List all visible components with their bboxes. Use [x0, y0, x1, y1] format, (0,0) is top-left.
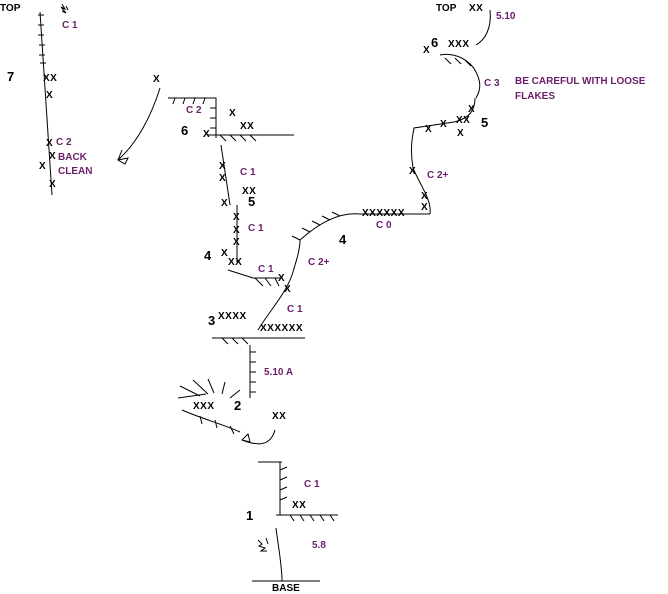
- bolt: X: [229, 108, 237, 119]
- loose-flakes-note-line-1: BE CAREFUL WITH LOOSE: [515, 76, 646, 87]
- bolts-belay-5: XX: [242, 186, 257, 197]
- bolt: X: [278, 273, 286, 284]
- bolts-top-right: XX: [469, 3, 484, 14]
- belay-5-right: 5: [481, 115, 489, 130]
- left-bolt: X: [46, 138, 54, 149]
- ledge-3-hatch: [221, 337, 249, 345]
- belay-6-right: 6: [431, 35, 439, 50]
- bolts-belay-3-left: XXXX: [218, 311, 247, 322]
- bush-icon: [60, 3, 69, 14]
- bolt: X: [219, 173, 227, 184]
- left-route-line: [39, 11, 53, 196]
- top-right-line: [475, 9, 491, 46]
- pitch-6-right-hatch: [439, 53, 477, 73]
- ledge-6-hatch: [219, 134, 257, 142]
- left-grade-c2: C 2: [56, 137, 72, 148]
- bolt: X: [421, 202, 429, 213]
- belay-6: 6: [181, 123, 189, 138]
- left-note-back: BACK: [58, 152, 87, 163]
- grade-c2-roof: C 2: [186, 105, 202, 116]
- ledge-1-hatch: [289, 514, 335, 522]
- pitch-2-pendulum: [241, 429, 276, 445]
- bolt: X: [457, 128, 465, 139]
- left-route-hatch: [38, 14, 46, 64]
- belay-7: 7: [7, 69, 15, 84]
- bolts-above-2: XX: [272, 411, 287, 422]
- grade-c1-pitch-3: C 1: [287, 304, 303, 315]
- left-note-clean: CLEAN: [58, 166, 93, 177]
- bolts-belay-6: XX: [240, 121, 255, 132]
- belay-5: 5: [248, 194, 256, 209]
- belay-3: 3: [208, 313, 216, 328]
- grade-c1-pitch-4: C 1: [248, 223, 264, 234]
- grade-c1-roof: C 1: [258, 264, 274, 275]
- pitch-3-hatch: [250, 351, 256, 393]
- grade-5-8: 5.8: [312, 540, 326, 551]
- grade-5-10a: 5.10 A: [264, 367, 294, 378]
- left-bolt: X: [46, 90, 54, 101]
- left-bolt: X: [49, 151, 57, 162]
- bolts-belay-5-right: XX: [456, 115, 471, 126]
- belay-1: 1: [246, 508, 254, 523]
- bolt: X: [421, 191, 429, 202]
- pitch-6-right-line: [475, 71, 481, 99]
- bolts-traverse: XXXXXX: [362, 208, 406, 219]
- bolt: X: [233, 237, 241, 248]
- bolt: X: [468, 104, 476, 115]
- bolt: X: [284, 284, 292, 295]
- right-top-label: TOP: [436, 3, 457, 14]
- bolts-belay-4: XX: [228, 257, 243, 268]
- pitch-1-hatch: [279, 466, 288, 501]
- ledge-4-overhang: [227, 269, 281, 287]
- bolt: X: [233, 225, 241, 236]
- bolt: X: [219, 161, 227, 172]
- bolts-belay-3-right: XXXXXX: [260, 323, 304, 334]
- base-label: BASE: [272, 583, 300, 594]
- ledge-2-under: [181, 409, 241, 435]
- grade-5-10: 5.10: [496, 11, 516, 22]
- bolts-belay-6-right: XXX: [448, 39, 470, 50]
- loose-flakes-note-line-2: FLAKES: [515, 91, 555, 102]
- ledge-2-hatch: [177, 378, 241, 399]
- right-ramp-hatch: [291, 211, 361, 241]
- grade-c1-pitch-5: C 1: [240, 167, 256, 178]
- bolt: X: [153, 74, 161, 85]
- bolt: X: [440, 119, 448, 130]
- grade-c2plus-upper: C 2+: [427, 170, 449, 181]
- bolt: X: [425, 124, 433, 135]
- belay-4-right: 4: [339, 232, 347, 247]
- bolt: X: [409, 166, 417, 177]
- bolts-belay-1: XX: [292, 500, 307, 511]
- roof-c2: [168, 97, 217, 138]
- bolt: X: [221, 248, 229, 259]
- bolts-belay-2: XXX: [193, 401, 215, 412]
- grade-c1-pitch-1: C 1: [304, 479, 320, 490]
- left-pendulum-arrow: [116, 87, 161, 165]
- left-bolt: X: [39, 161, 47, 172]
- left-bolts-top: XX: [43, 73, 58, 84]
- bolt: X: [233, 212, 241, 223]
- left-top-label: TOP: [0, 3, 21, 14]
- pitch-5-right: [410, 97, 476, 215]
- left-grade-c1: C 1: [62, 20, 78, 31]
- grade-c3: C 3: [484, 78, 500, 89]
- pitch-6-line: [220, 144, 231, 206]
- pitch-4-crack: [257, 239, 301, 331]
- base-crack: [275, 527, 283, 582]
- bolt: X: [203, 129, 211, 140]
- bolt: X: [423, 45, 431, 56]
- left-bolt: X: [49, 179, 57, 190]
- belay-4: 4: [204, 248, 212, 263]
- grade-c0: C 0: [376, 220, 392, 231]
- bolt: X: [221, 198, 229, 209]
- bush-icon: [257, 537, 269, 552]
- grade-c2plus-lower: C 2+: [308, 257, 330, 268]
- belay-2: 2: [234, 398, 242, 413]
